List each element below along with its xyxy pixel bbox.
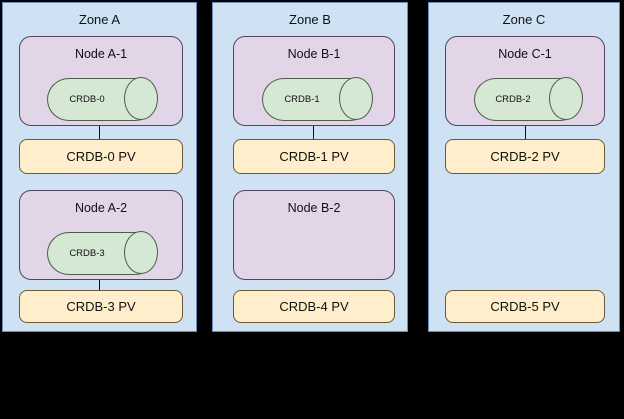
pv-crdb-3[interactable]: CRDB-3 PV bbox=[19, 290, 183, 323]
pv-crdb-0[interactable]: CRDB-0 PV bbox=[19, 139, 183, 174]
zone-a: Zone A Node A-1 CRDB-0 CRDB-0 PV Node A-… bbox=[2, 2, 197, 332]
node-a-2[interactable]: Node A-2 CRDB-3 bbox=[19, 190, 183, 280]
pod-crdb-1-label: CRDB-1 bbox=[284, 94, 320, 105]
node-a-1-title: Node A-1 bbox=[74, 47, 128, 61]
cylinder-cap bbox=[124, 77, 158, 120]
node-a-1[interactable]: Node A-1 CRDB-0 bbox=[19, 36, 183, 126]
pv-crdb-1[interactable]: CRDB-1 PV bbox=[233, 139, 395, 174]
pod-crdb-2[interactable]: CRDB-2 bbox=[474, 77, 583, 121]
pv-crdb-2[interactable]: CRDB-2 PV bbox=[445, 139, 605, 174]
pv-crdb-4[interactable]: CRDB-4 PV bbox=[233, 290, 395, 323]
node-b-1-title: Node B-1 bbox=[287, 47, 341, 61]
pv-crdb-5[interactable]: CRDB-5 PV bbox=[445, 290, 605, 323]
pod-crdb-2-label: CRDB-2 bbox=[495, 94, 531, 105]
pod-crdb-0-label: CRDB-0 bbox=[69, 94, 105, 105]
node-b-2-title: Node B-2 bbox=[287, 201, 341, 215]
pod-crdb-0[interactable]: CRDB-0 bbox=[47, 77, 158, 121]
zone-c: Zone C Node C-1 CRDB-2 CRDB-2 PV CRDB-5 … bbox=[428, 2, 620, 332]
connector-crdb-0 bbox=[99, 126, 100, 140]
cylinder-cap bbox=[339, 77, 373, 120]
pod-crdb-1[interactable]: CRDB-1 bbox=[262, 77, 373, 121]
zone-b-title: Zone B bbox=[289, 12, 331, 27]
cylinder-cap bbox=[549, 77, 583, 120]
connector-crdb-1 bbox=[313, 126, 314, 140]
cylinder-cap bbox=[124, 231, 158, 274]
node-a-2-title: Node A-2 bbox=[74, 201, 128, 215]
node-b-1[interactable]: Node B-1 CRDB-1 bbox=[233, 36, 395, 126]
connector-crdb-3 bbox=[99, 280, 100, 294]
node-c-1-title: Node C-1 bbox=[498, 47, 552, 61]
zone-b: Zone B Node B-1 CRDB-1 CRDB-1 PV Node B-… bbox=[212, 2, 408, 332]
pod-crdb-3[interactable]: CRDB-3 bbox=[47, 231, 158, 275]
pod-crdb-3-label: CRDB-3 bbox=[69, 248, 105, 259]
connector-crdb-2 bbox=[525, 126, 526, 140]
node-c-1[interactable]: Node C-1 CRDB-2 bbox=[445, 36, 605, 126]
node-b-2[interactable]: Node B-2 bbox=[233, 190, 395, 280]
zone-c-title: Zone C bbox=[502, 12, 546, 27]
zone-a-title: Zone A bbox=[78, 12, 121, 27]
